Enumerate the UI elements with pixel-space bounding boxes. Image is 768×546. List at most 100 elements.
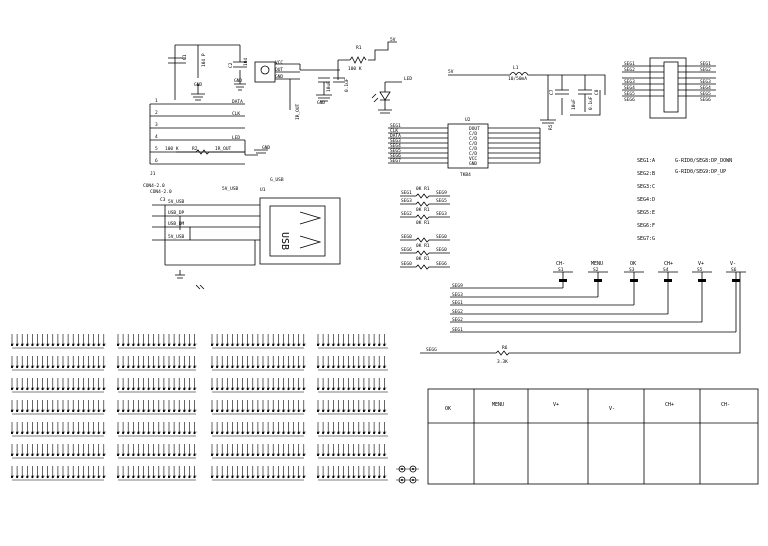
pin-glyph (51, 356, 55, 367)
pin-glyph (193, 422, 197, 433)
pin-dot (178, 365, 181, 369)
pin-dot (157, 365, 160, 369)
pin-dot (157, 453, 160, 457)
usb-id-label: U1 (260, 187, 266, 193)
pin-dot (102, 453, 105, 457)
pin-dot (256, 475, 259, 479)
pin-glyph (337, 378, 341, 389)
pin-dot (287, 387, 290, 391)
pin-dot (367, 475, 371, 479)
pin-glyph (122, 466, 126, 477)
pin-dot (67, 387, 70, 391)
pin-glyph (72, 334, 76, 345)
pin-dot (272, 365, 275, 369)
pin-glyph (236, 356, 240, 367)
pin-dot (352, 431, 355, 435)
pin-glyph (102, 334, 106, 345)
pin-glyph (297, 334, 301, 345)
pin-dot (157, 475, 160, 479)
pin-dot (56, 475, 60, 479)
pin-dot (221, 409, 224, 413)
pin-glyph (56, 334, 60, 345)
pin-dot (337, 365, 340, 369)
pin-glyph (347, 334, 351, 345)
pin-dot (322, 387, 325, 391)
pin-dot (116, 475, 120, 479)
pin-glyph (168, 444, 171, 455)
pin-dot (267, 387, 270, 391)
pin-dot (342, 453, 345, 457)
pin-dot (210, 475, 214, 479)
pin-glyph (226, 466, 230, 477)
pin-glyph (236, 334, 240, 345)
pin-glyph (147, 444, 151, 455)
pin-glyph (36, 422, 40, 433)
pin-dot (127, 343, 130, 347)
pin-dot (367, 453, 371, 457)
pin-dot (51, 475, 54, 479)
pin-dot (132, 431, 135, 435)
pin-dot (102, 409, 105, 413)
pin-glyph (327, 444, 331, 455)
pin-dot (352, 365, 355, 369)
pin-glyph (173, 334, 177, 345)
pin-dot (216, 453, 219, 457)
pin-dot (221, 453, 224, 457)
pin-dot (72, 365, 75, 369)
pin-dot (193, 453, 196, 457)
bus-label-3: SEG2 (452, 309, 463, 315)
u2-pin-6: VCC (469, 156, 477, 162)
table-header-5: CH- (721, 402, 730, 408)
pin-dot (347, 343, 350, 347)
pin-dot (256, 431, 259, 435)
pin-dot (127, 409, 130, 413)
pin-glyph (337, 466, 341, 477)
j2-right-6: SEG6 (700, 97, 711, 103)
pin-dot (82, 343, 85, 347)
pin-glyph (226, 444, 230, 455)
pin-dot (188, 387, 191, 391)
pin-glyph (162, 422, 166, 433)
pin-glyph (132, 466, 136, 477)
pin-glyph (122, 422, 126, 433)
c2-label: C2 (228, 62, 234, 68)
pin-dot (137, 431, 140, 435)
pin-dot (173, 409, 176, 413)
pin-dot (183, 409, 186, 413)
pin-glyph (332, 356, 336, 367)
pin-glyph (87, 466, 91, 477)
j2-right-4: SEG4 (700, 85, 711, 91)
pin-dot (367, 409, 371, 413)
pin-dot (41, 409, 44, 413)
pin-dot (82, 431, 85, 435)
pin-glyph (168, 356, 171, 367)
pin-dot (10, 431, 14, 435)
pin-dot (102, 387, 105, 391)
pin-dot (178, 431, 181, 435)
pin-glyph (122, 334, 126, 345)
pin-dot (261, 387, 265, 391)
pin-glyph (117, 466, 120, 477)
gnd-label-2: GND (234, 78, 242, 84)
pin-dot (216, 387, 219, 391)
pin-glyph (11, 466, 14, 477)
pin-dot (216, 475, 219, 479)
pin-glyph (246, 466, 250, 477)
pin-dot (231, 475, 234, 479)
pin-glyph (41, 466, 45, 477)
pin-glyph (302, 422, 306, 433)
pin-dot (41, 475, 44, 479)
pin-dot (46, 343, 49, 347)
pin-glyph (162, 466, 166, 477)
pin-glyph (152, 378, 156, 389)
pin-glyph (383, 356, 387, 367)
pin-dot (241, 409, 244, 413)
pin-dot (102, 475, 105, 479)
pin-dot (162, 453, 165, 457)
pin-glyph (221, 444, 225, 455)
pin-dot (92, 365, 95, 369)
pin-glyph (231, 378, 235, 389)
pin-dot (162, 475, 165, 479)
pin-dot (210, 431, 214, 435)
pin-dot (67, 343, 70, 347)
